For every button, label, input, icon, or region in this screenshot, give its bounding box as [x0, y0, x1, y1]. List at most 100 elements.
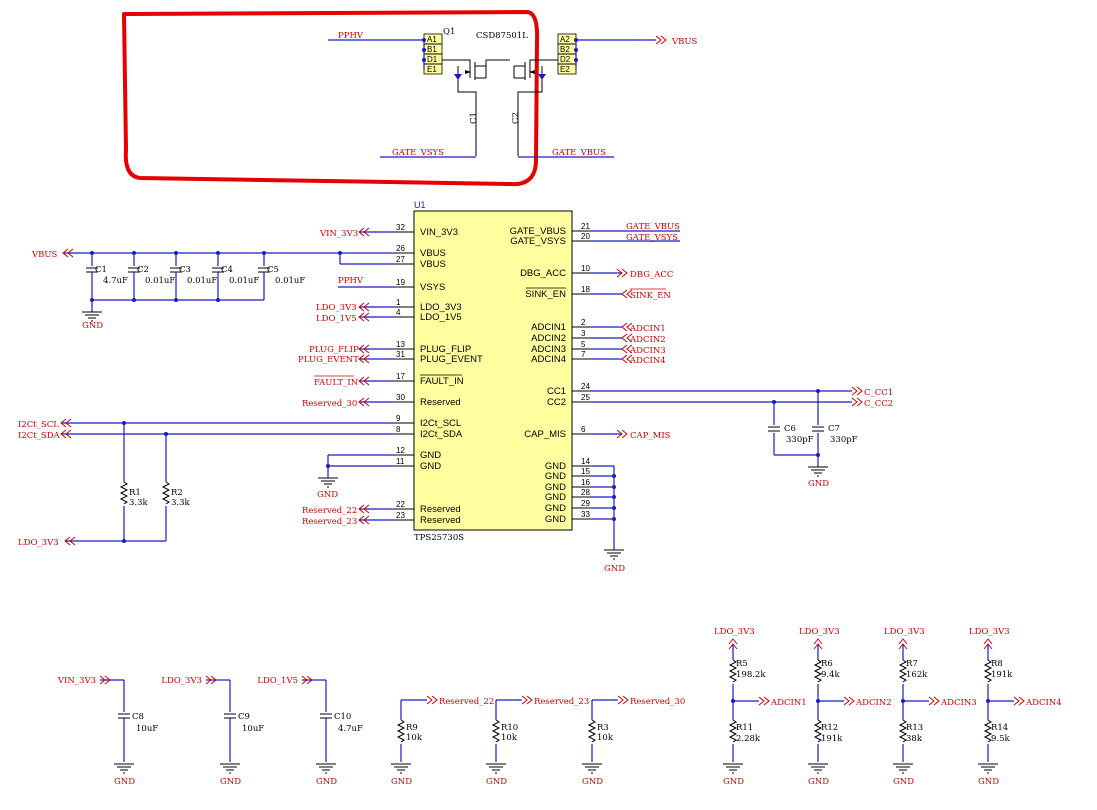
- adc-net-label: ADCIN3: [940, 698, 977, 708]
- u1-pin-number: 12: [396, 446, 405, 455]
- u1-pin-name: GND: [545, 492, 566, 503]
- net-adcin3-u1: ADCIN3: [629, 346, 666, 356]
- cap-ref: C2: [137, 265, 149, 275]
- adc-supply-label: LDO_3V3: [714, 627, 755, 637]
- cap-net-label: LDO_3V3: [161, 676, 202, 686]
- gnd-bottom-cap: GND: [114, 777, 135, 787]
- u1-pin-number: 10: [581, 264, 590, 273]
- u1-pin-name: DBG_ACC: [520, 268, 566, 279]
- net-reserved-22-u1: Reserved_22: [302, 506, 357, 516]
- res-ref: R7: [906, 659, 918, 669]
- u1-pin-name: VSYS: [420, 282, 445, 293]
- adc-net-label: ADCIN4: [1025, 698, 1062, 708]
- bottom-decoupling-caps: VIN_3V3C810uFGNDLDO_3V3C910uFGNDLDO_1V5C…: [57, 675, 363, 787]
- net-pphv-u1: PPHV: [338, 276, 364, 286]
- u1-part: TPS25730S: [414, 533, 464, 543]
- u1-pin-name: GND: [545, 514, 566, 525]
- net-ldo-1v5-u1: LDO_1V5: [316, 314, 357, 324]
- res-net-label: Reserved_30: [630, 697, 685, 707]
- cap-value: 0.01uF: [187, 276, 217, 286]
- u1-pin-name: Reserved: [420, 515, 461, 526]
- u1-pin-name: VBUS: [420, 248, 446, 259]
- res-value: 191k: [821, 734, 843, 744]
- u1-pin-number: 28: [581, 488, 590, 497]
- u1-pin-name: VIN_3V3: [420, 227, 458, 238]
- cap-ref: C1: [95, 265, 107, 275]
- q1-ref: Q1: [443, 27, 455, 37]
- q1-pin-b2: B2: [560, 45, 570, 54]
- u1-pin-number: 1: [396, 298, 401, 307]
- u1-right-nets: GATE_VBUS GATE_VSYS DBG_ACC SINK_EN ADCI…: [592, 222, 893, 574]
- gnd-reserved-res: GND: [582, 777, 603, 787]
- u1-pin-name: CC2: [547, 397, 566, 408]
- cap-value: 0.01uF: [275, 276, 305, 286]
- adc-supply-label: LDO_3V3: [799, 627, 840, 637]
- u1-pin-number: 14: [581, 457, 590, 466]
- q1-gate-c2: C2: [511, 112, 521, 124]
- cap-ref: C9: [238, 712, 250, 722]
- u1-pin-name: I2Ct_SCL: [420, 418, 461, 429]
- adc-net-label: ADCIN1: [770, 698, 807, 708]
- u1-pin-name: GND: [420, 450, 441, 461]
- u1-pin-name: ADCIN1: [531, 322, 566, 333]
- net-pphv: PPHV: [338, 31, 364, 41]
- u1-left-nets: VIN_3V3 VBUS PPHV LDO_3V3 LDO_1V5 PLUG_F…: [18, 227, 394, 548]
- net-gate-vsys-u1: GATE_VSYS: [626, 233, 678, 243]
- r2-value: 3.3k: [171, 498, 191, 508]
- r1-ref: R1: [129, 488, 141, 498]
- u1-pin-name: GND: [545, 471, 566, 482]
- u1-pin-name: VBUS: [420, 259, 446, 270]
- q1-pin-b1: B1: [427, 45, 437, 54]
- gnd-adc-divider: GND: [893, 777, 914, 787]
- u1-pin-name: Reserved: [420, 397, 461, 408]
- u1-pin-number: 20: [581, 232, 590, 241]
- u1-pin-name: SINK_EN: [525, 289, 566, 300]
- u1-pin-name: PLUG_FLIP: [420, 344, 471, 355]
- res-ref: R8: [991, 659, 1003, 669]
- u1-pin-number: 18: [581, 285, 590, 294]
- net-reserved-30-u1: Reserved_30: [302, 399, 357, 409]
- cap-value: 10uF: [136, 724, 158, 734]
- res-value: 2.28k: [736, 734, 761, 744]
- q1-gate-c1: C1: [469, 112, 479, 124]
- u1-pin-number: 22: [396, 500, 405, 509]
- u1-pin-number: 30: [396, 393, 405, 402]
- cap-value: 4.7uF: [338, 724, 363, 734]
- u1-pin-number: 17: [396, 372, 405, 381]
- q1-pin-a2: A2: [560, 35, 570, 44]
- net-plug-flip-u1: PLUG_FLIP: [309, 345, 359, 355]
- gnd-reserved-res: GND: [391, 777, 412, 787]
- net-gate-vsys-q1: GATE_VSYS: [392, 148, 444, 158]
- q1-pin-d1: D1: [427, 55, 438, 64]
- net-gate-vbus-u1: GATE_VBUS: [626, 222, 680, 232]
- net-adcin4-u1: ADCIN4: [629, 356, 666, 366]
- gnd-adc-divider: GND: [808, 777, 829, 787]
- net-ldo-3v3-u1: LDO_3V3: [316, 303, 357, 313]
- u1-pin-number: 9: [396, 414, 401, 423]
- u1-pin-number: 11: [396, 457, 405, 466]
- gnd-u1-right: GND: [604, 564, 625, 574]
- net-cap-mis-u1: CAP_MIS: [630, 431, 671, 441]
- res-value: 10k: [501, 733, 518, 743]
- u1-pin-number: 7: [581, 350, 586, 359]
- u1-pin-name: Reserved: [420, 504, 461, 515]
- gnd-reserved-res: GND: [486, 777, 507, 787]
- net-sink-en-u1: SINK_EN: [630, 291, 671, 301]
- u1-pin-name: GATE_VSYS: [510, 236, 566, 247]
- q1-pin-e2: E2: [560, 65, 570, 74]
- res-net-label: Reserved_23: [534, 697, 589, 707]
- res-ref: R5: [736, 659, 748, 669]
- u1-pin-name: I2Ct_SDA: [420, 429, 463, 440]
- u1-pin-number: 16: [581, 478, 590, 487]
- gnd-cc-caps: GND: [808, 479, 829, 489]
- res-ref: R13: [906, 723, 923, 733]
- res-net-label: Reserved_22: [439, 697, 494, 707]
- res-ref: R10: [501, 723, 518, 733]
- u1-pin-name: LDO_1V5: [420, 312, 462, 323]
- res-value: 198.2k: [736, 670, 766, 680]
- net-vbus-u1: VBUS: [31, 250, 58, 260]
